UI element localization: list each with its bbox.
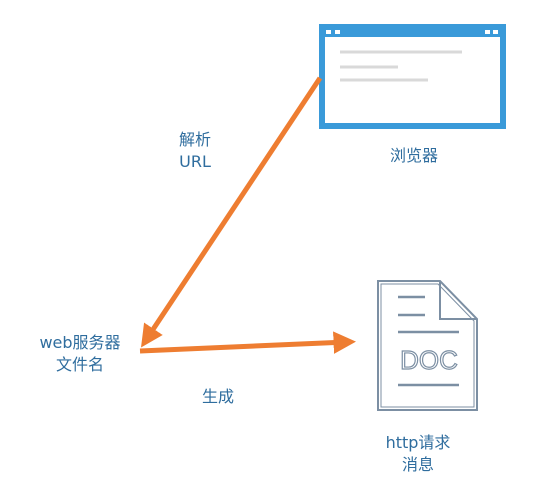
browser-window-icon — [319, 24, 506, 129]
http-label-line2: 消息 — [401, 455, 434, 474]
http-message-label: http请求 消息 — [370, 432, 466, 476]
browser-label: 浏览器 — [389, 146, 438, 165]
generate-arrow — [139, 331, 356, 354]
parse-label-line1: 解析 — [178, 130, 211, 149]
server-label-line1: web服务器 — [39, 333, 121, 352]
parse-url-label: 解析 URL — [170, 129, 220, 173]
doc-file-icon: DOC — [377, 280, 478, 411]
generate-label: 生成 — [201, 387, 234, 406]
server-label-line2: 文件名 — [55, 355, 104, 374]
parse-label-line2: URL — [179, 152, 211, 171]
server-label: web服务器 文件名 — [28, 332, 132, 376]
doc-icon-text: DOC — [400, 345, 458, 375]
parse-url-arrow — [141, 76, 323, 348]
http-label-line1: http请求 — [385, 433, 451, 452]
